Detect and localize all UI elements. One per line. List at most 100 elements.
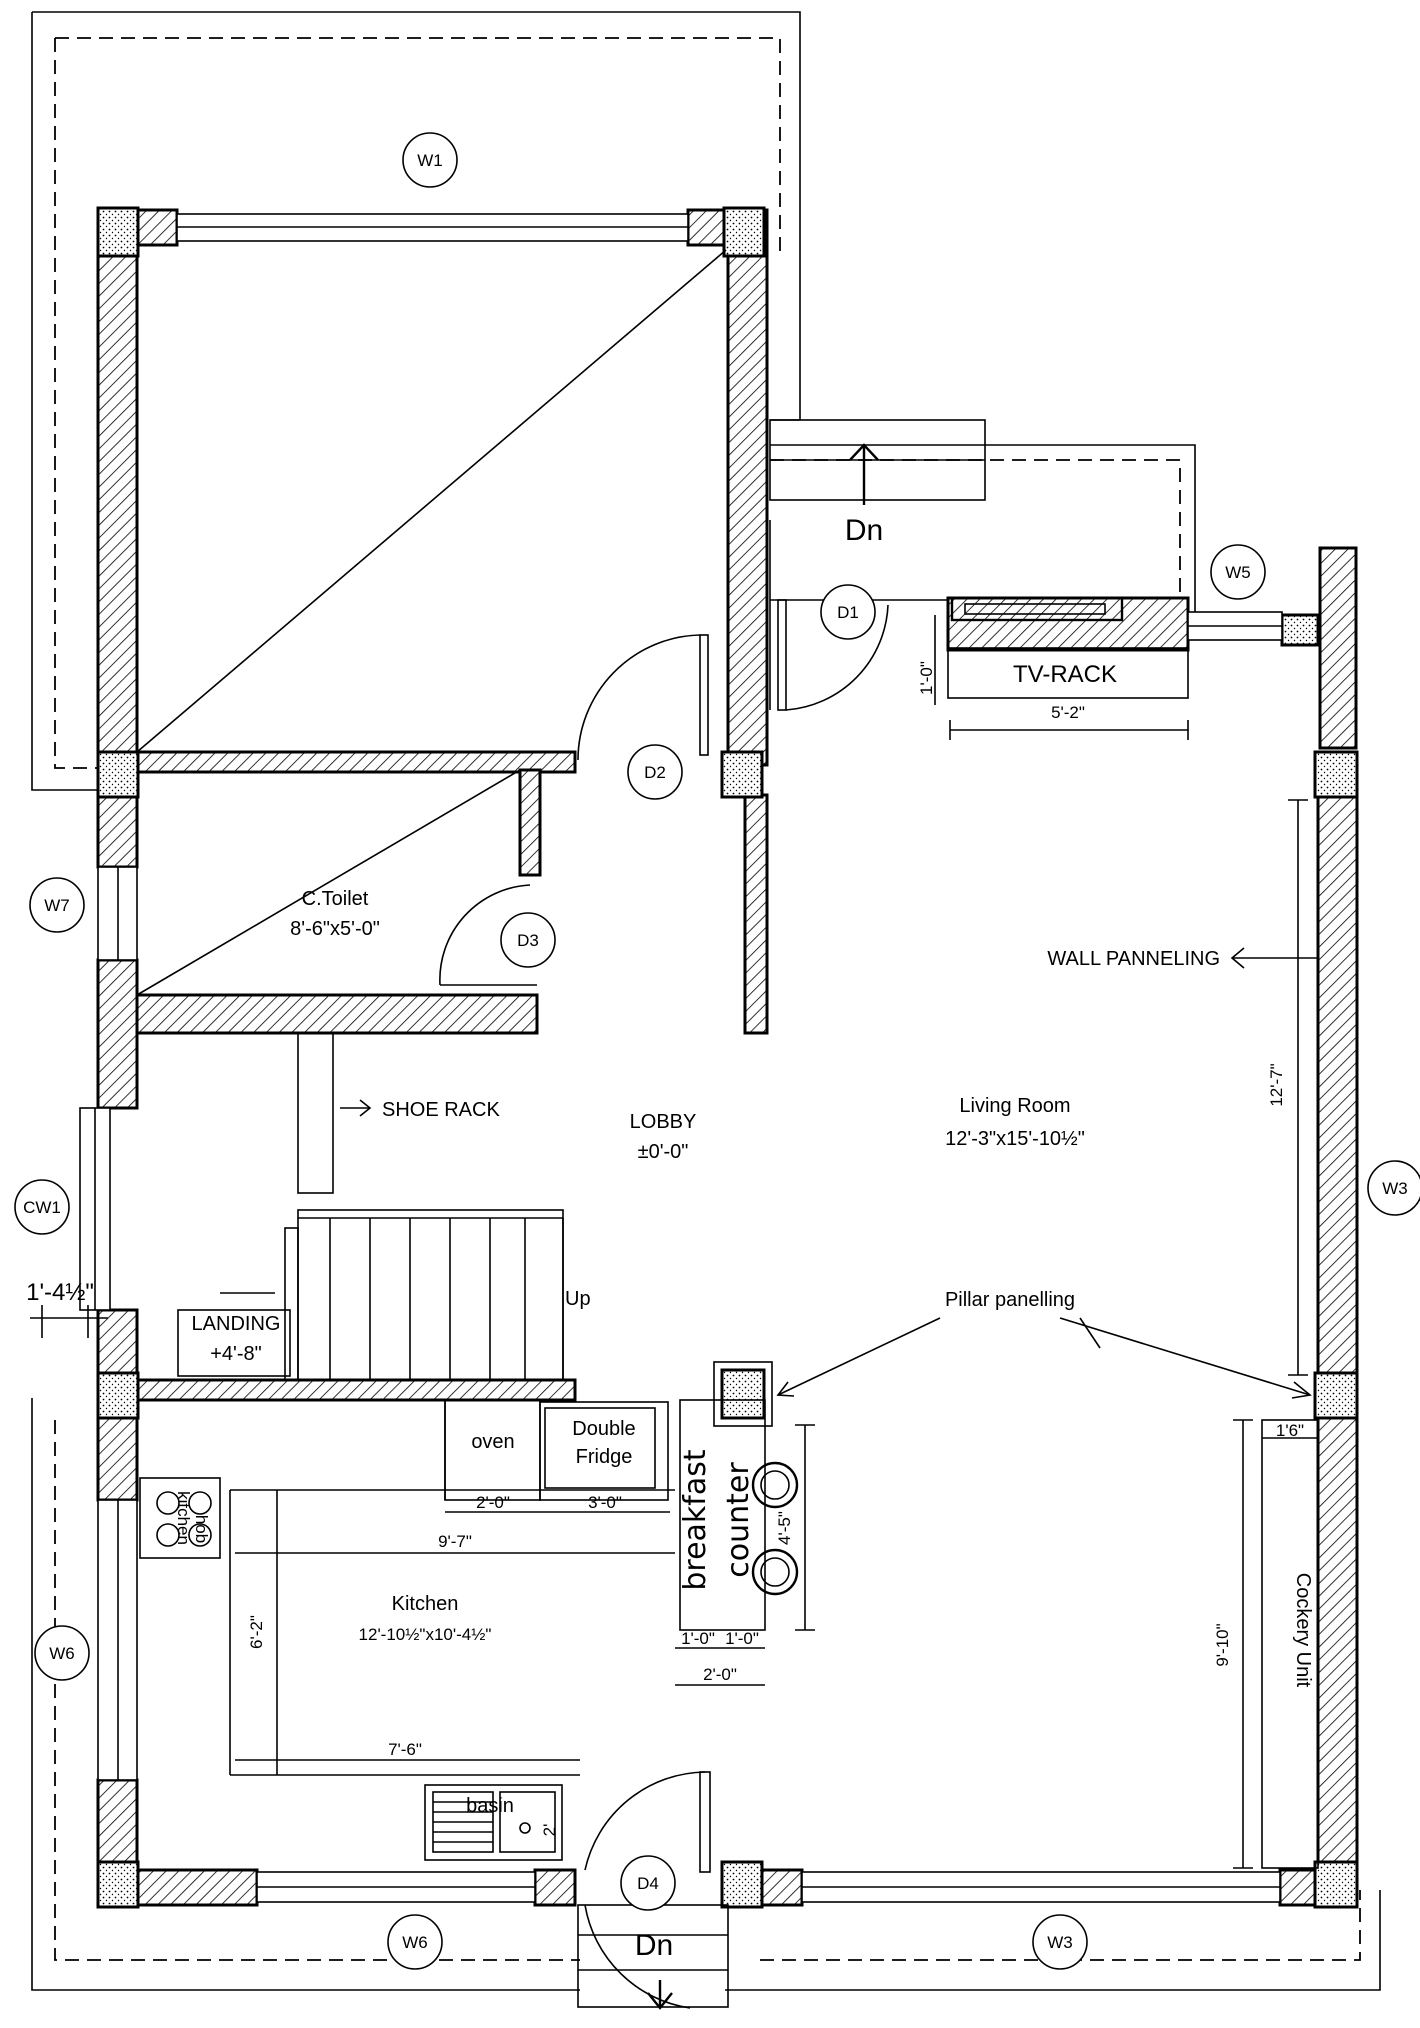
- svg-text:D1: D1: [837, 603, 859, 622]
- wall-right-upper: [1316, 793, 1359, 1375]
- breakfast-counter-label-1: breakfast: [678, 1449, 713, 1591]
- column: [722, 206, 766, 258]
- wall-stair-bottom: [135, 1378, 577, 1402]
- svg-text:W1: W1: [417, 151, 443, 170]
- svg-text:W3: W3: [1047, 1933, 1073, 1952]
- tv-rack-label: TV-RACK: [1013, 661, 1117, 688]
- room-labels: C.Toilet 8'-6"x5'-0" LOBBY ±0'-0" Living…: [290, 514, 1085, 1962]
- column: [720, 1860, 764, 1909]
- toilet-size: 8'-6"x5'-0": [290, 918, 380, 940]
- basin-dimension: 2': [540, 1824, 559, 1837]
- svg-text:W7: W7: [44, 896, 70, 915]
- wall-tv-rack: [946, 596, 1190, 652]
- svg-text:CW1: CW1: [23, 1198, 61, 1217]
- crockery-unit-dimension: 9'-10": [1213, 1623, 1232, 1666]
- entrance-steps: [769, 419, 986, 710]
- landing-level: +4'-8": [210, 1343, 262, 1365]
- basin-label: basin: [466, 1795, 514, 1817]
- hob-label-2: hob: [192, 1515, 211, 1543]
- column: [1313, 750, 1359, 799]
- stair-up-label: Up: [565, 1288, 591, 1310]
- bar-stool: [751, 1548, 799, 1596]
- kitchen-basin: [424, 1784, 563, 1861]
- counter-total-dimension: 2'-0": [703, 1665, 737, 1684]
- door-d2-leaf: [699, 634, 709, 756]
- column: [96, 1371, 140, 1420]
- wall-left-cw1: [96, 1308, 139, 1382]
- dim-6-2: 6'-2": [247, 1615, 266, 1649]
- wall-lobby-partition: [743, 793, 769, 1035]
- tv-rack-dimension: 5'-2": [1051, 703, 1085, 722]
- door-d1-leaf: [777, 599, 787, 711]
- column: [720, 750, 764, 799]
- kitchen-hob: [139, 1477, 221, 1559]
- stairs: SHOE RACK Up LANDING +4'-8": [177, 1032, 591, 1381]
- tag-d3: D3: [500, 912, 556, 968]
- wall-left-toilet: [96, 793, 139, 869]
- wall-paneling-label: WALL PANNELING: [1047, 948, 1220, 970]
- lobby-level: ±0'-0": [638, 1141, 689, 1163]
- tv-rack: TV-RACK 5'-2" 1'-0": [917, 596, 1189, 740]
- hob-label-1: kitchen: [174, 1491, 193, 1545]
- crockery-unit-box: [1261, 1419, 1319, 1869]
- cw1-dimension-label: 1'-4½": [26, 1279, 94, 1306]
- toilet-name: C.Toilet: [302, 888, 369, 910]
- double-fridge: [539, 1401, 669, 1501]
- svg-text:W6: W6: [49, 1644, 75, 1663]
- lobby-name: LOBBY: [630, 1111, 697, 1133]
- kitchen: oven Double Fridge kitchen hob breakfast…: [139, 1399, 815, 1861]
- bar-stool: [751, 1461, 799, 1509]
- tv-rack-offset-dimension: 1'-0": [917, 661, 936, 695]
- pillar: [720, 1368, 766, 1420]
- tag-d4: D4: [620, 1855, 676, 1911]
- dim-3-0: 3'-0": [588, 1493, 622, 1512]
- tag-w7: W7: [29, 877, 85, 933]
- tag-w3: W3: [1367, 1160, 1420, 1216]
- kitchen-name: Kitchen: [392, 1593, 459, 1615]
- wall-top-left-stub: [135, 208, 179, 247]
- pillar-panelling-label: Pillar panelling: [945, 1289, 1075, 1311]
- crockery-offset-dimension: 1'6": [1276, 1421, 1304, 1440]
- shoe-rack: [297, 1032, 334, 1194]
- stair-flight: [297, 1209, 564, 1381]
- wall-left-kitchen: [96, 1416, 139, 1502]
- crockery-unit: 1'6" Cockery Unit 9'-10": [1213, 1419, 1319, 1869]
- svg-text:W3: W3: [1382, 1179, 1408, 1198]
- landing: [177, 1309, 291, 1377]
- counter-width-dimension-2: 1'-0": [725, 1629, 759, 1648]
- wall-middle-upper: [726, 208, 769, 767]
- tag-d2: D2: [627, 744, 683, 800]
- column: [1313, 1371, 1359, 1420]
- dim-9-7: 9'-7": [438, 1532, 472, 1551]
- door-d4-leaf: [699, 1771, 711, 1873]
- wall-toilet-bottom: [135, 993, 539, 1035]
- door-d1-swing: [785, 604, 889, 711]
- counter-width-dimension-1: 1'-0": [681, 1629, 715, 1648]
- fridge-label-2: Fridge: [576, 1446, 633, 1468]
- column: [96, 206, 140, 258]
- column: [1313, 1860, 1359, 1909]
- cw1-dimension: 1'-4½": [26, 1279, 108, 1338]
- wall-bottom-door-left: [533, 1868, 577, 1907]
- shoe-rack-label: SHOE RACK: [382, 1099, 500, 1121]
- walls: [96, 208, 1359, 1907]
- wall-toilet-partition: [518, 768, 542, 877]
- living-room-size: 12'-3"x15'-10½": [945, 1128, 1085, 1150]
- svg-text:D3: D3: [517, 931, 539, 950]
- wall-right-lower: [1316, 1416, 1359, 1872]
- kitchen-size: 12'-10½"x10'-4½": [359, 1625, 492, 1644]
- wall-bottom-door-right: [760, 1868, 804, 1907]
- crockery-unit-label: Cockery Unit: [1292, 1573, 1314, 1688]
- tag-w1: W1: [402, 132, 458, 188]
- pillar-panelling-outline: [713, 1361, 773, 1427]
- wall-bottom-right: [1278, 1868, 1320, 1907]
- wall-toilet-top: [135, 750, 577, 774]
- doors: [439, 599, 889, 2010]
- tag-cw1: CW1: [14, 1179, 70, 1235]
- svg-text:W5: W5: [1225, 563, 1251, 582]
- wall-left-upper: [96, 208, 139, 767]
- breakfast-counter-label-2: counter: [721, 1462, 756, 1578]
- door-d3-swing: [439, 884, 531, 986]
- tag-w6: W6: [34, 1625, 90, 1681]
- landing-label: LANDING: [192, 1313, 281, 1335]
